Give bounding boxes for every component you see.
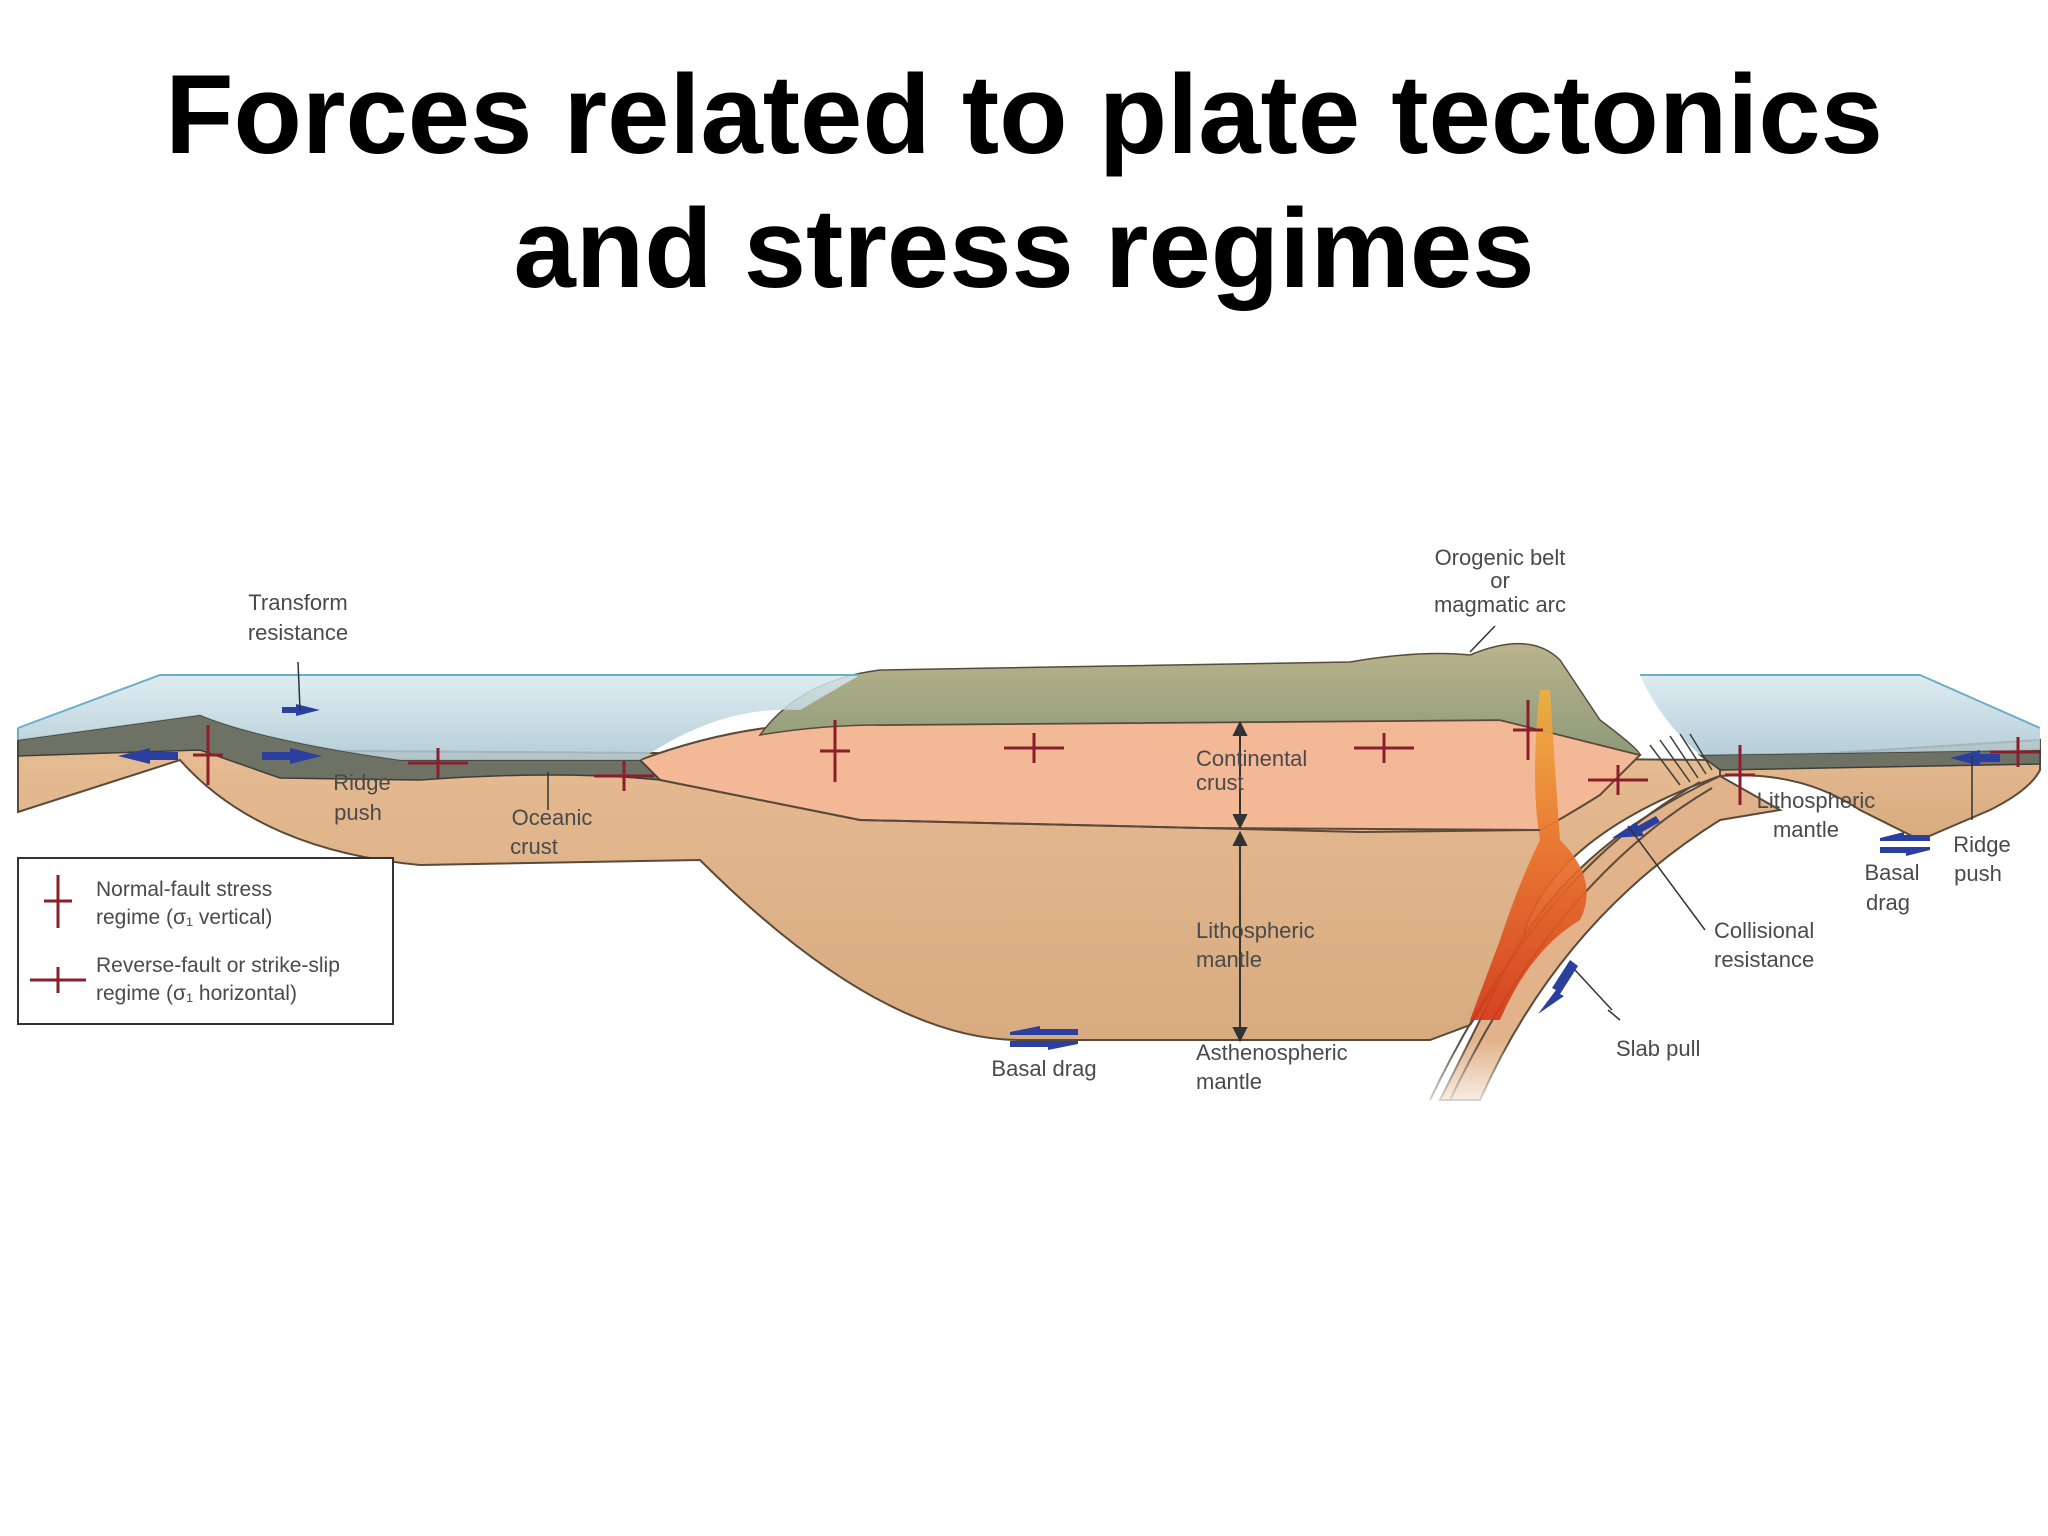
ridge-push-left-arrow-east [262, 748, 322, 764]
ocean-water-left [18, 675, 860, 760]
label-transform-resistance-2: resistance [248, 620, 348, 645]
depth-arrows [1232, 720, 1248, 1043]
legend-normal-line-1: Normal-fault stress [96, 878, 272, 901]
label-asthenospheric-mantle-2: mantle [1196, 1069, 1262, 1094]
legend-normal-fault-icon [44, 875, 72, 928]
magma-plume [1470, 690, 1587, 1020]
label-ridge-push-right-2: push [1954, 861, 2002, 886]
title-line-1: Forces related to plate tectonics [165, 52, 1883, 177]
stress-symbol-normal [193, 725, 223, 785]
stress-symbol-reverse [1990, 737, 2040, 767]
basal-drag-right-arrow-b [1880, 847, 1930, 856]
label-ridge-push-left-1: Ridge [333, 770, 390, 795]
cross-section [17, 642, 2041, 1120]
label-ridge-push-right-1: Ridge [1953, 832, 2010, 857]
legend-reverse-line-2: regime (σ₁ horizontal) [96, 982, 297, 1005]
title-line-2: and stress regimes [513, 186, 1535, 311]
oceanic-crust-right [1697, 749, 2041, 771]
label-slab-pull: Slab pull [1616, 1036, 1700, 1061]
label-lithospheric-mantle-center-2: mantle [1196, 947, 1262, 972]
label-asthenospheric-mantle-1: Asthenospheric [1196, 1040, 1348, 1065]
stress-symbol-reverse [1354, 733, 1414, 763]
legend-reverse-fault-icon [30, 967, 86, 993]
basal-drag-center-arrow-b [1010, 1041, 1078, 1050]
label-collisional-resistance-1: Collisional [1714, 918, 1814, 943]
accretionary-wedge [1649, 733, 1713, 786]
stress-symbol-reverse [1004, 733, 1064, 763]
label-orogenic-belt-3: magmatic arc [1434, 592, 1566, 617]
collisional-resistance-arrow [1612, 816, 1660, 838]
force-arrows [118, 704, 2000, 1050]
ridge-push-right-arrow [1950, 750, 2000, 766]
stress-symbol-normal [1725, 745, 1755, 805]
label-lithospheric-mantle-center-1: Lithospheric [1196, 918, 1315, 943]
stress-symbol-normal [820, 720, 850, 782]
diagram-labels: Transform resistance Ridge push Oceanic … [248, 545, 2011, 1094]
ridge-push-left-arrow-west [118, 748, 178, 764]
basal-drag-right-arrow [1880, 832, 1930, 841]
label-continental-crust-2: crust [1196, 770, 1244, 795]
stress-symbol-normal [1513, 700, 1543, 760]
label-collisional-resistance-2: resistance [1714, 947, 1814, 972]
label-lithospheric-mantle-right-1: Lithospheric [1757, 788, 1876, 813]
label-continental-crust-1: Continental [1196, 746, 1307, 771]
legend: Normal-fault stress regime (σ₁ vertical)… [17, 857, 394, 1025]
label-ridge-push-left-2: push [334, 800, 382, 825]
label-lithospheric-mantle-right-2: mantle [1773, 817, 1839, 842]
leader-lines [297, 625, 1973, 1021]
label-oceanic-crust-1: Oceanic [512, 805, 593, 830]
ocean-water-right [1640, 675, 2040, 755]
label-orogenic-belt-2: or [1490, 568, 1510, 593]
label-transform-resistance-1: Transform [248, 590, 347, 615]
legend-reverse-line-1: Reverse-fault or strike-slip [96, 954, 340, 977]
transform-resistance-arrow [282, 704, 320, 716]
label-orogenic-belt-1: Orogenic belt [1435, 545, 1566, 570]
stress-symbol-reverse [594, 761, 654, 791]
slab-pull-arrow [1538, 960, 1578, 1014]
slide-title: Forces related to plate tectonics and st… [0, 48, 2048, 316]
legend-normal-line-2: regime (σ₁ vertical) [96, 906, 272, 929]
stress-symbols [193, 700, 2040, 805]
label-basal-drag-center: Basal drag [991, 1056, 1096, 1081]
basal-drag-center-arrow [1010, 1026, 1078, 1035]
plate-tectonics-diagram: Transform resistance Ridge push Oceanic … [17, 545, 2041, 1120]
label-basal-drag-right-1: Basal [1864, 860, 1919, 885]
label-basal-drag-right-2: drag [1866, 890, 1910, 915]
stress-symbol-reverse [408, 748, 468, 778]
legend-box [17, 857, 394, 1025]
label-oceanic-crust-2: crust [510, 834, 558, 859]
stress-symbol-reverse [1588, 765, 1648, 795]
